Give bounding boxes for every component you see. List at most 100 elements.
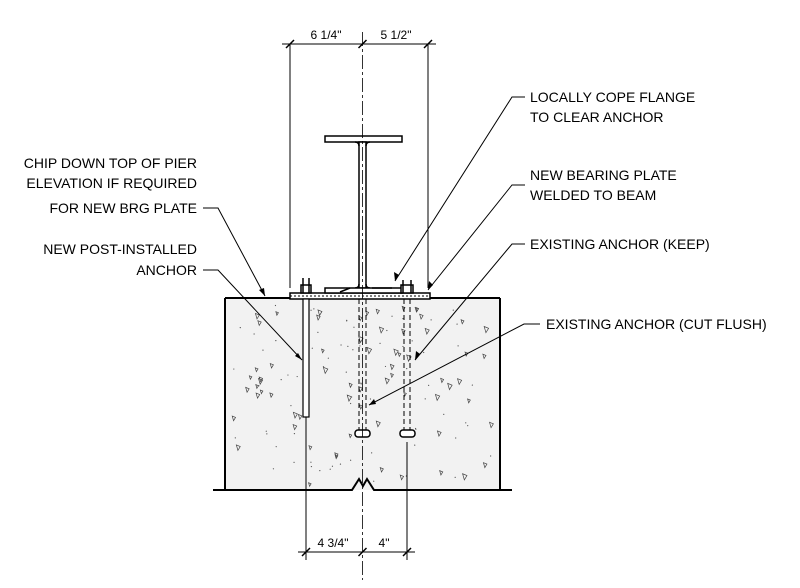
concrete-aggregate [257, 377, 264, 386]
dim-bottom-left: 4 3/4" [318, 536, 349, 550]
bearing-plate [289, 292, 431, 300]
concrete-speck [371, 452, 373, 454]
concrete-aggregate [365, 310, 370, 317]
concrete-aggregate [366, 346, 373, 355]
concrete-aggregate [457, 378, 463, 386]
svg-text:LOCALLY COPE FLANGE: LOCALLY COPE FLANGE [530, 89, 695, 105]
concrete-aggregate [348, 382, 353, 389]
concrete-speck [414, 444, 416, 446]
concrete-speck [233, 368, 235, 370]
note-cope-flange: LOCALLY COPE FLANGE TO CLEAR ANCHOR [530, 89, 695, 125]
concrete-aggregate [424, 327, 430, 335]
concrete-aggregate [308, 445, 313, 451]
note-existing-anchor-keep: EXISTING ANCHOR (KEEP) [530, 236, 710, 252]
concrete-speck [265, 430, 267, 432]
concrete-speck [471, 384, 473, 386]
concrete-speck [239, 327, 241, 329]
concrete-speck [293, 461, 295, 463]
concrete-aggregate [378, 326, 385, 334]
concrete-aggregate [292, 411, 298, 419]
svg-text:NEW POST-INSTALLED: NEW POST-INSTALLED [43, 241, 197, 257]
concrete-aggregate [414, 307, 419, 313]
svg-text:NEW BEARING PLATE: NEW BEARING PLATE [530, 167, 677, 183]
concrete-aggregate [235, 444, 241, 452]
concrete-speck [313, 308, 315, 310]
svg-text:ELEVATION IF REQUIRED: ELEVATION IF REQUIRED [26, 175, 197, 191]
concrete-speck [347, 345, 349, 348]
concrete-aggregate [321, 348, 325, 354]
concrete-speck [406, 368, 408, 370]
concrete-speck [310, 309, 312, 311]
concrete-speck [351, 396, 353, 398]
concrete-speck [322, 366, 325, 368]
concrete-aggregate [245, 386, 250, 394]
concrete-speck [430, 319, 432, 321]
concrete-speck [352, 349, 354, 351]
concrete-aggregate [482, 462, 488, 469]
concrete-aggregate [358, 315, 363, 322]
concrete-speck [272, 468, 275, 470]
concrete-speck [275, 340, 277, 342]
concrete-aggregate [439, 470, 444, 476]
svg-text:ANCHOR: ANCHOR [136, 262, 197, 278]
concrete-speck [455, 437, 457, 439]
svg-text:WELDED TO BEAM: WELDED TO BEAM [530, 187, 656, 203]
concrete-aggregate [488, 421, 494, 429]
concrete-speck [424, 398, 426, 400]
concrete-aggregate [389, 363, 395, 371]
existing-anchor-keep [399, 280, 416, 438]
concrete-speck [340, 344, 342, 346]
concrete-aggregate [297, 413, 303, 421]
concrete-speck [465, 422, 467, 424]
concrete-speck [327, 357, 329, 359]
concrete-speck [296, 375, 298, 378]
concrete-aggregate [259, 389, 264, 395]
concrete-aggregate [393, 348, 399, 357]
concrete-aggregate [447, 382, 453, 391]
note-existing-anchor-cut: EXISTING ANCHOR (CUT FLUSH) [546, 316, 767, 332]
concrete-speck [350, 402, 352, 405]
leaders [203, 96, 540, 406]
concrete-speck [384, 365, 387, 368]
concrete-speck [317, 331, 319, 333]
concrete-speck [402, 318, 404, 320]
concrete-speck [443, 413, 445, 415]
concrete-speck [386, 329, 388, 332]
concrete-aggregate [379, 467, 384, 473]
concrete-speck [414, 427, 417, 430]
concrete-speck [454, 476, 456, 478]
concrete-aggregate [348, 433, 353, 439]
concrete-aggregate [231, 415, 237, 422]
concrete-speck [467, 425, 469, 427]
svg-text:TO CLEAR ANCHOR: TO CLEAR ANCHOR [530, 109, 664, 125]
concrete-speck [345, 371, 347, 373]
concrete-aggregate [316, 314, 321, 321]
concrete-speck [490, 455, 492, 457]
concrete-speck [287, 374, 289, 376]
concrete-speck [310, 461, 312, 463]
concrete-speck [310, 465, 313, 468]
concrete-speck [346, 319, 348, 321]
concrete-speck [329, 468, 331, 470]
concrete-aggregate [436, 430, 442, 437]
concrete-aggregate [322, 366, 329, 375]
concrete-speck [369, 398, 372, 400]
concrete-speck [457, 345, 459, 347]
concrete-speck [402, 345, 404, 348]
concrete-aggregate [483, 325, 490, 334]
concrete-aggregate [434, 393, 441, 402]
concrete-speck [360, 383, 362, 385]
concrete-aggregate [248, 375, 253, 381]
concrete-aggregate [384, 377, 390, 385]
note-bearing-plate: NEW BEARING PLATE WELDED TO BEAM [530, 167, 677, 203]
concrete-aggregate [460, 319, 465, 325]
dim-top-right: 5 1/2" [381, 28, 412, 42]
concrete-speck [262, 349, 264, 351]
concrete-aggregate [462, 473, 468, 481]
concrete-aggregate [254, 367, 259, 373]
concrete-aggregate [346, 394, 353, 402]
concrete-aggregate [358, 335, 364, 344]
top-dimension: 6 1/4" 5 1/2" [282, 28, 436, 288]
concrete-speck [293, 432, 296, 435]
